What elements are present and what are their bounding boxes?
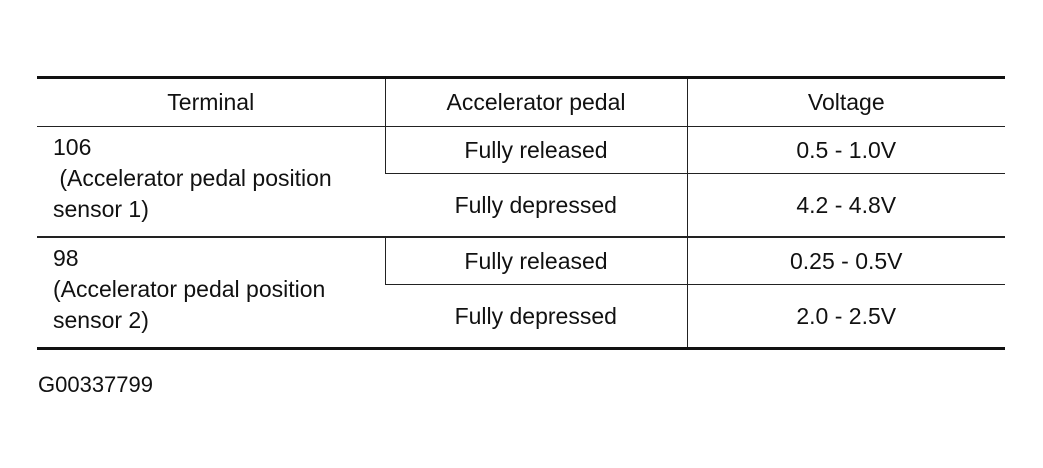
voltage-cell: 2.0 - 2.5V [686,284,1005,350]
pedal-state-cell: Fully depressed [385,284,687,350]
pedal-state-cell: Fully released [384,126,687,174]
voltage-cell: 0.5 - 1.0V [686,126,1005,174]
header-row: Terminal Accelerator pedal Voltage [37,76,1005,127]
header-voltage: Voltage [686,76,1005,127]
terminal-number: 98 [53,245,79,271]
terminal-number: 106 [53,134,92,160]
voltage-cell: 0.25 - 0.5V [686,237,1005,285]
header-accelerator-pedal: Accelerator pedal [384,76,687,127]
terminal-description: (Accelerator pedal position sensor 2) [53,276,326,333]
header-terminal: Terminal [37,76,385,127]
table-row: Fully depressed 2.0 - 2.5V [37,284,1005,350]
table-row: 106 (Accelerator pedal position sensor 1… [37,126,1005,238]
terminal-description: (Accelerator pedal position sensor 1) [53,165,339,222]
pedal-state-cell: Fully released [384,237,687,285]
table-row: 98 (Accelerator pedal position sensor 2)… [37,237,1005,350]
table-row: Fully depressed 4.2 - 4.8V [37,173,1005,238]
figure-id: G00337799 [38,372,153,397]
pedal-state-cell: Fully depressed [385,173,687,238]
voltage-spec-table: Terminal Accelerator pedal Voltage 106 (… [37,76,1005,350]
terminal-cell: 106 (Accelerator pedal position sensor 1… [37,126,385,238]
terminal-cell: 98 (Accelerator pedal position sensor 2) [37,237,385,350]
voltage-cell: 4.2 - 4.8V [686,173,1005,238]
